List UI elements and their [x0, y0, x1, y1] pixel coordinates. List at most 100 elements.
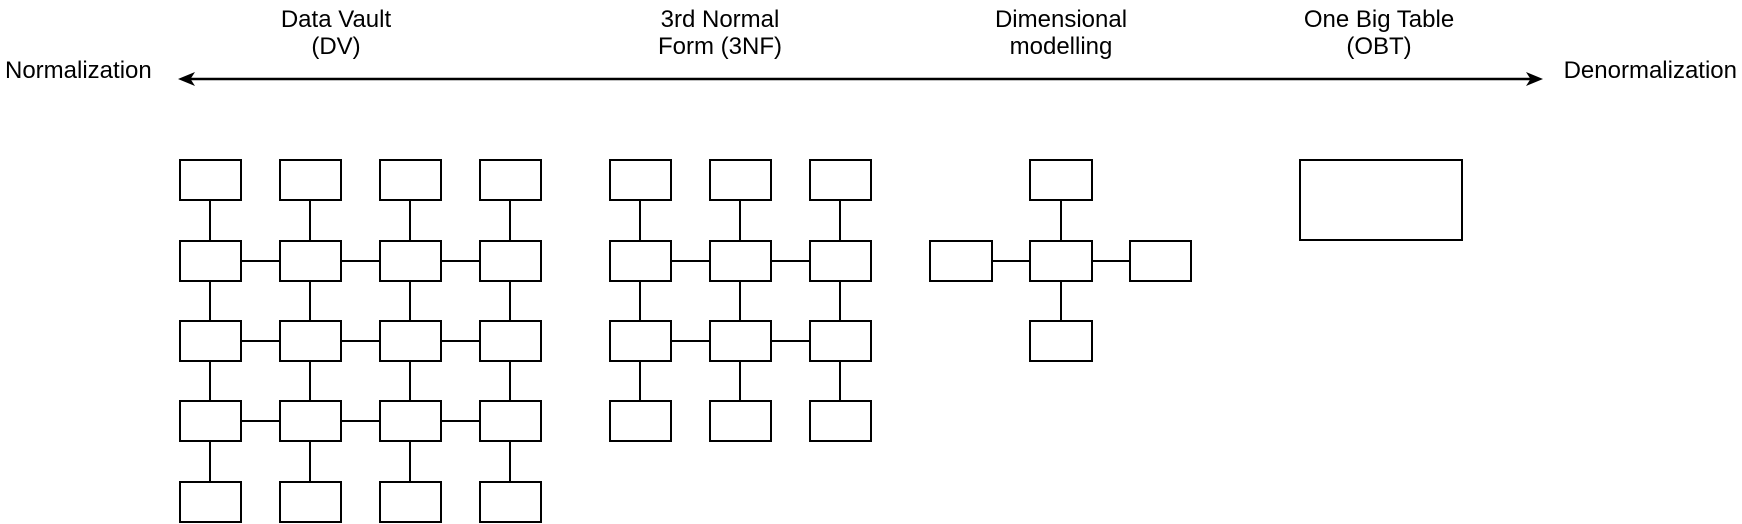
third-normal-form-label-line1: 3rd Normal: [660, 6, 780, 33]
dimensional-modelling-label: Dimensional modelling: [995, 6, 1127, 60]
data-vault-table-box: [179, 320, 242, 362]
one-big-table-label-line2: (OBT): [1346, 33, 1412, 60]
one-big-table-label: One Big Table (OBT): [1304, 6, 1454, 60]
data-vault-connector-line: [241, 260, 280, 262]
data-vault-connector-line: [209, 281, 211, 321]
data-vault-connector-line: [441, 340, 480, 342]
data-vault-connector-line: [241, 340, 280, 342]
third-normal-form-table-box: [709, 159, 772, 201]
third-normal-form-table-box: [609, 159, 672, 201]
data-vault-label-line2: (DV): [311, 33, 361, 60]
data-vault-label: Data Vault (DV): [281, 6, 391, 60]
data-vault-connector-line: [309, 441, 311, 482]
data-vault-table-box: [179, 400, 242, 442]
dimensional-modelling-label-line2: modelling: [1009, 33, 1113, 60]
third-normal-form-connector-line: [739, 200, 741, 241]
data-vault-table-box: [279, 481, 342, 523]
data-vault-connector-line: [341, 260, 380, 262]
data-vault-connector-line: [509, 361, 511, 401]
third-normal-form-label: 3rd Normal Form (3NF): [658, 6, 782, 60]
data-vault-connector-line: [341, 340, 380, 342]
data-vault-table-box: [479, 481, 542, 523]
third-normal-form-table-box: [809, 400, 872, 442]
data-vault-connector-line: [409, 441, 411, 482]
third-normal-form-table-box: [709, 320, 772, 362]
data-vault-connector-line: [409, 200, 411, 241]
data-vault-table-box: [379, 159, 442, 201]
data-vault-table-box: [479, 240, 542, 282]
data-vault-connector-line: [241, 420, 280, 422]
data-vault-table-box: [179, 481, 242, 523]
one-big-table-table-box: [1299, 159, 1463, 241]
data-vault-connector-line: [209, 361, 211, 401]
data-vault-table-box: [479, 320, 542, 362]
normalization-label: Normalization: [5, 57, 152, 84]
third-normal-form-connector-line: [639, 200, 641, 241]
dimensional-modelling-table-box: [929, 240, 993, 282]
denormalization-label: Denormalization: [1563, 57, 1737, 84]
data-vault-connector-line: [441, 260, 480, 262]
dimensional-modelling-connector-line: [992, 260, 1030, 262]
data-vault-connector-line: [309, 200, 311, 241]
data-vault-table-box: [479, 400, 542, 442]
one-big-table-label-line1: One Big Table: [1303, 6, 1455, 33]
third-normal-form-label-line2: Form (3NF): [658, 33, 782, 60]
data-vault-connector-line: [341, 420, 380, 422]
data-vault-table-box: [379, 320, 442, 362]
dimensional-modelling-connector-line: [1060, 200, 1062, 241]
data-vault-table-box: [279, 240, 342, 282]
data-vault-connector-line: [509, 200, 511, 241]
third-normal-form-table-box: [709, 240, 772, 282]
data-vault-connector-line: [309, 281, 311, 321]
third-normal-form-table-box: [609, 240, 672, 282]
third-normal-form-connector-line: [771, 340, 810, 342]
data-vault-connector-line: [209, 441, 211, 482]
arrowhead-right-icon: [1526, 72, 1543, 86]
dimensional-modelling-label-line1: Dimensional: [994, 6, 1128, 33]
data-vault-connector-line: [509, 281, 511, 321]
third-normal-form-connector-line: [739, 281, 741, 321]
data-vault-table-box: [179, 240, 242, 282]
third-normal-form-connector-line: [739, 361, 741, 401]
data-vault-connector-line: [409, 281, 411, 321]
data-vault-connector-line: [409, 361, 411, 401]
data-vault-connector-line: [509, 441, 511, 482]
dimensional-modelling-table-box: [1029, 320, 1093, 362]
third-normal-form-table-box: [809, 320, 872, 362]
data-vault-connector-line: [441, 420, 480, 422]
dimensional-modelling-table-box: [1129, 240, 1192, 282]
third-normal-form-connector-line: [771, 260, 810, 262]
dimensional-modelling-table-box: [1029, 159, 1093, 201]
data-vault-label-line1: Data Vault: [280, 6, 392, 33]
data-vault-table-box: [379, 400, 442, 442]
third-normal-form-table-box: [609, 400, 672, 442]
data-vault-table-box: [279, 159, 342, 201]
third-normal-form-connector-line: [639, 281, 641, 321]
third-normal-form-connector-line: [671, 340, 710, 342]
third-normal-form-connector-line: [639, 361, 641, 401]
data-vault-connector-line: [309, 361, 311, 401]
third-normal-form-table-box: [709, 400, 772, 442]
third-normal-form-connector-line: [671, 260, 710, 262]
dimensional-modelling-connector-line: [1060, 281, 1062, 321]
data-vault-table-box: [479, 159, 542, 201]
third-normal-form-table-box: [809, 159, 872, 201]
third-normal-form-table-box: [609, 320, 672, 362]
data-vault-table-box: [379, 481, 442, 523]
third-normal-form-table-box: [809, 240, 872, 282]
data-vault-table-box: [279, 320, 342, 362]
dimensional-modelling-table-box: [1029, 240, 1093, 282]
data-vault-table-box: [379, 240, 442, 282]
data-vault-connector-line: [209, 200, 211, 241]
third-normal-form-connector-line: [839, 281, 841, 321]
data-vault-table-box: [279, 400, 342, 442]
data-vault-table-box: [179, 159, 242, 201]
arrowhead-left-icon: [178, 72, 195, 86]
